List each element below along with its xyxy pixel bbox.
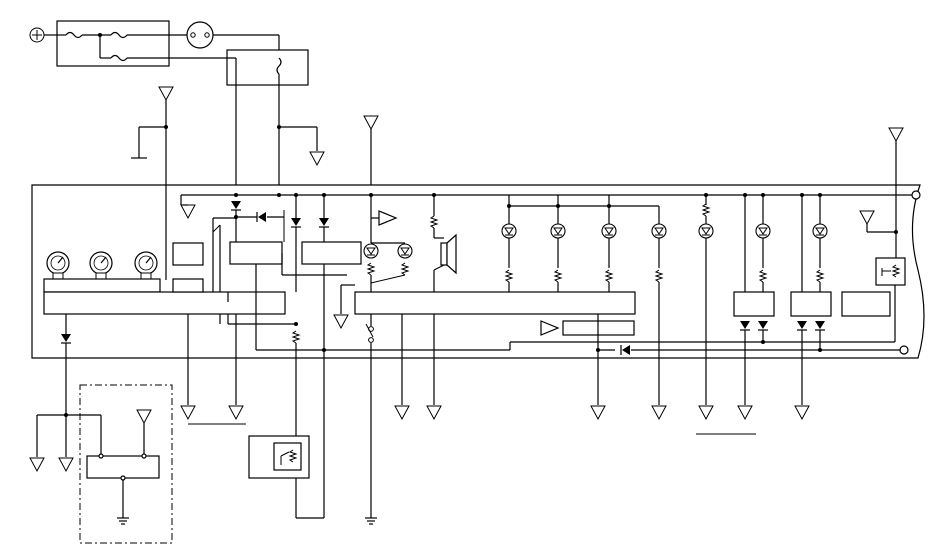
led-icon [363,243,379,259]
led-icon [397,243,413,259]
buffer-amp-icon [378,210,398,226]
connector-terminal [899,345,909,355]
ground-icon [590,405,606,420]
connector-terminal [911,190,921,200]
ground-icon [426,405,442,420]
ground-icon [58,457,74,472]
ground-icon [737,405,753,420]
ignition-relay-box [226,49,309,86]
fuse-box [56,20,170,67]
ground-icon [29,457,45,472]
driver-amp-icon [540,320,560,336]
gauge-icon [46,251,158,280]
ground-icon [136,409,152,424]
lamp-icon [186,21,214,49]
indicator-board [354,291,636,315]
ground-icon [309,151,325,166]
battery-positive-icon [29,27,45,43]
ground-icon [888,127,904,142]
optional-module-outline [79,384,173,544]
output-module-2 [790,291,832,317]
output-module-3 [841,291,891,317]
output-module-1 [733,291,775,317]
ground-icon [394,405,410,420]
led-icon [755,223,771,239]
led-icon [812,223,828,239]
ground-icon [228,405,244,420]
relay-icon [276,57,282,196]
switch-unit [86,455,160,479]
ground-icon [363,115,379,130]
fuse-icon [57,31,169,62]
led-icon [698,223,714,239]
ground-icon [651,405,667,420]
buzzer-icon [440,233,457,275]
meter-block [172,242,204,266]
control-module-a [229,241,283,265]
control-module-b [301,241,362,265]
ground-icon [180,405,196,420]
gauge-circuit-board [43,291,286,315]
ground-icon [794,405,810,420]
ground-icon [158,86,174,101]
ground-icon [698,405,714,420]
led-column [501,195,667,405]
